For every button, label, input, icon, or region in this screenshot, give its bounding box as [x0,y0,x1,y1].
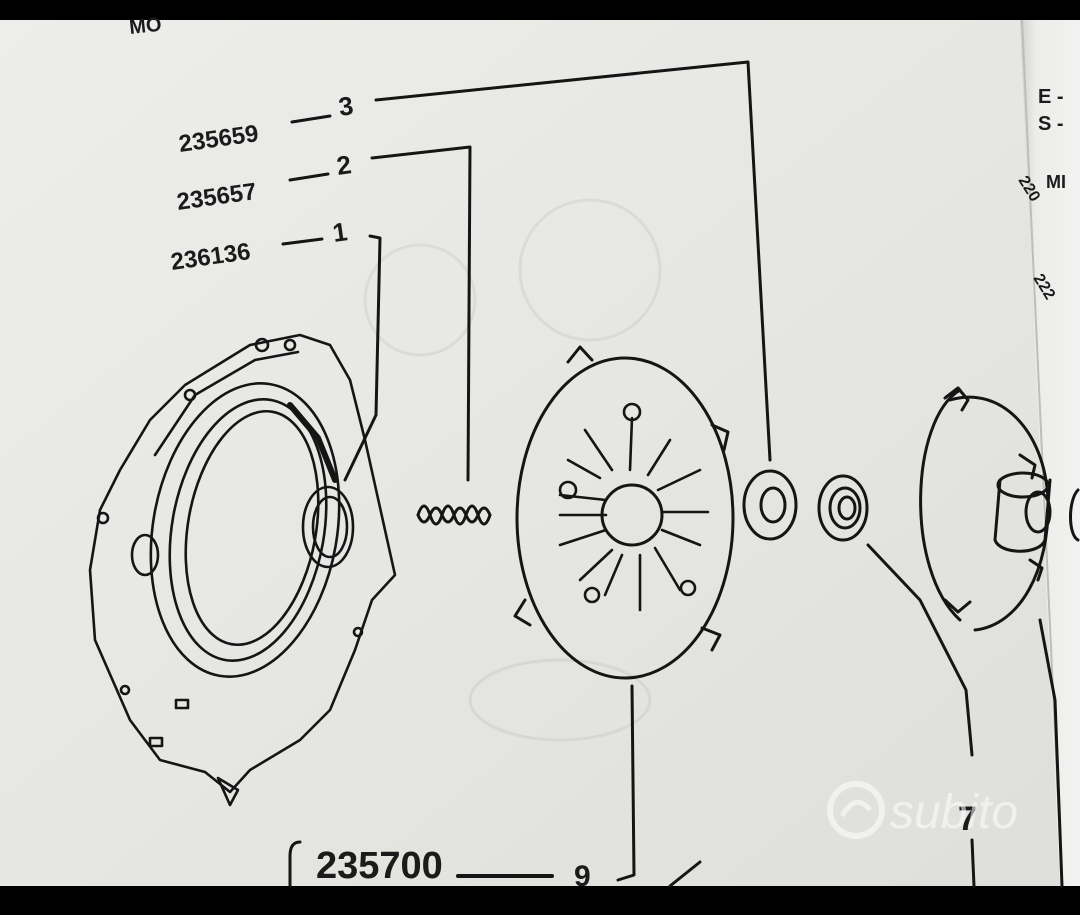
item-number-7: 7 [958,800,977,838]
item-number-3: 3 [337,90,356,122]
item-number-9: 9 [574,860,591,893]
spring-drawing [416,504,492,526]
watermark: subito [827,781,1018,839]
item-number-1: 1 [331,216,350,248]
header-remnant: MO [128,14,162,39]
paper-sheet [0,20,1080,886]
clutch-housing-drawing [88,333,397,807]
washer-drawing [742,469,798,541]
page-fragment-3: MI [1046,172,1066,192]
right-plate-drawing [919,386,1080,632]
watermark-logo-icon [827,781,885,839]
pressure-plate-drawing [513,345,735,680]
watermark-text: subito [890,786,1018,839]
adjacent-page [1020,20,1080,886]
leader-lines [343,60,1064,888]
part-number-235700: 235700 [316,845,443,887]
bushing-drawing [817,474,869,542]
svg-text:S -: S - [1038,113,1064,135]
callout-9: 235700 9 [288,840,591,893]
svg-text:E -: E - [1038,86,1064,108]
item-number-2: 2 [335,149,354,181]
